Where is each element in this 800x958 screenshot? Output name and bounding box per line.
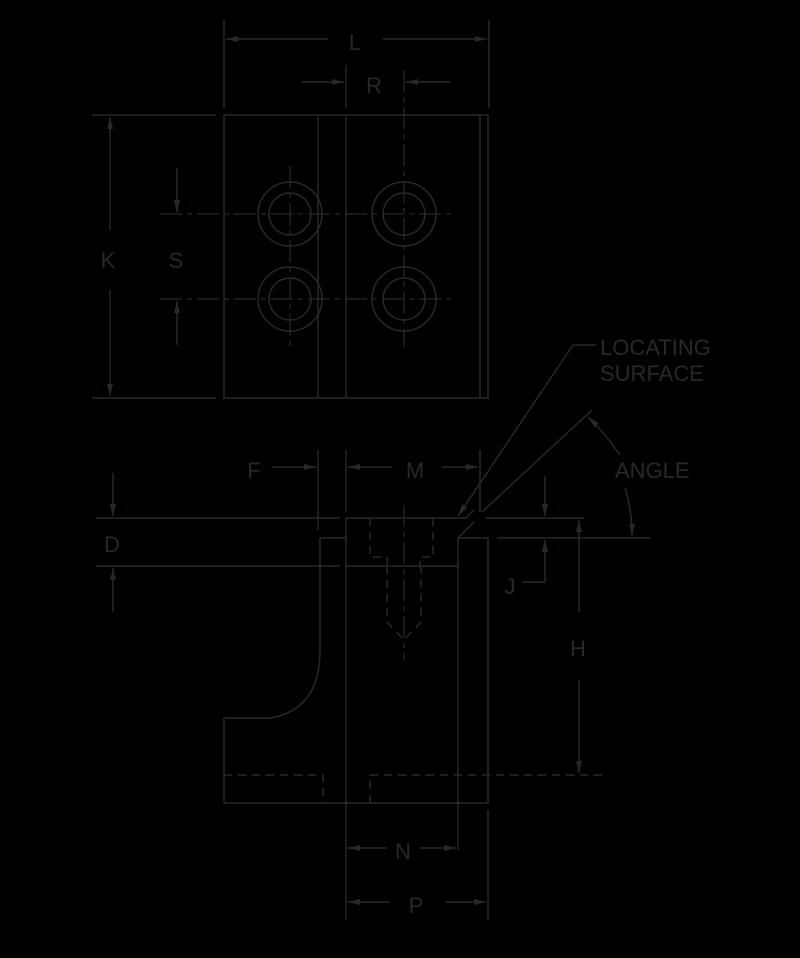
dim-label-J: J [505,574,516,599]
dim-label-R: R [366,73,382,98]
dim-label-H: H [570,636,586,661]
dim-label-angle: ANGLE [615,458,690,483]
top-view-outline [223,114,489,399]
dim-label-P: P [409,893,424,918]
dim-label-S: S [169,248,184,273]
locating-surface-label-line1: LOCATING [600,335,711,360]
dim-label-L: L [349,30,361,55]
side-view: D F M LOCATING SURFACE ANGLE J H [96,335,711,920]
dim-label-N: N [395,839,411,864]
side-view-outline [223,509,489,850]
locating-surface-label-line2: SURFACE [600,361,704,386]
dim-label-M: M [406,458,424,483]
dim-label-D: D [104,532,120,557]
dim-label-K: K [101,248,116,273]
angle-reference-line [481,409,593,513]
top-view: L R K S [92,20,490,399]
dim-label-F: F [247,458,260,483]
